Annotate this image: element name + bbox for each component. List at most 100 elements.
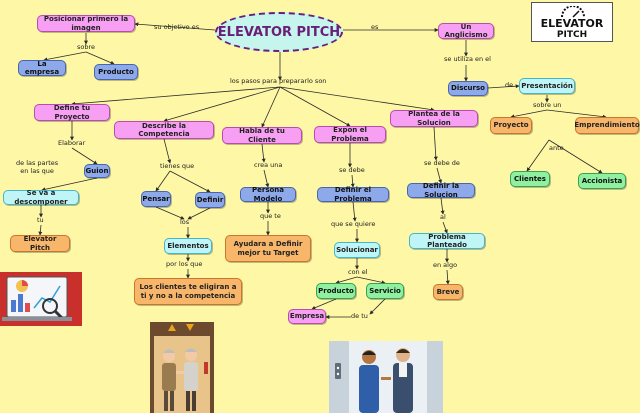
chart-icon (2, 276, 72, 321)
connector-line (263, 169, 270, 188)
node-describe-competencia[interactable]: Describe la Competencia (114, 121, 214, 139)
node-emprendimiento[interactable]: Emprendimiento (574, 117, 640, 134)
elevator-scene-icon (154, 324, 210, 413)
node-persona-modelo[interactable]: Persona Modelo (240, 186, 296, 203)
label-de-las-partes: de las partes en las que (16, 159, 59, 175)
connector-line (311, 298, 337, 310)
node-empresa-low[interactable]: Empresa (288, 309, 326, 324)
analytics-laptop-illustration (0, 272, 82, 326)
label-que-se-quiere: que se quiere (331, 220, 376, 228)
connector-line (526, 139, 550, 172)
node-guion[interactable]: Guion (84, 164, 110, 178)
node-plantea-solucion[interactable]: Plantea de la Solucion (390, 110, 478, 127)
node-solucionar[interactable]: Solucionar (334, 242, 380, 258)
node-pensar[interactable]: Pensar (141, 191, 171, 207)
label-de: de (505, 81, 514, 89)
label-sobre: sobre (77, 43, 96, 51)
label-por-los-que: por los que (166, 260, 203, 268)
connector-line (445, 269, 450, 285)
node-discurso[interactable]: Discurso (448, 81, 488, 96)
elevator-pitch-logo: ELEVATOR PITCH (531, 2, 613, 42)
connector-line (356, 276, 386, 285)
label-pasos: los pasos para prepararlo son (230, 77, 327, 85)
central-title-node[interactable]: ELEVATOR PITCH (215, 12, 343, 52)
connector-line (41, 177, 98, 192)
connector-line (510, 109, 548, 119)
connector-line (433, 126, 438, 161)
node-producto-low[interactable]: Producto (316, 283, 356, 299)
label-en-algo: en algo (433, 261, 458, 269)
label-los: los (180, 218, 190, 226)
node-la-empresa[interactable]: La empresa (18, 60, 66, 76)
label-se-debe-de: se debe de (424, 159, 460, 167)
connector-line (85, 51, 115, 65)
node-expon-problema[interactable]: Expon el Problema (314, 126, 386, 143)
node-problema-planteado[interactable]: Problema Planteado (409, 233, 485, 249)
label-tienes-que: tienes que (160, 162, 195, 170)
elevator-men-illustration (150, 322, 214, 413)
connector-line (548, 139, 603, 174)
connector-line (369, 298, 386, 315)
connector-line (352, 201, 357, 222)
elevator-conversation-illustration (329, 341, 443, 413)
label-de-tu: de tu (351, 312, 368, 320)
node-definir[interactable]: Definir (195, 192, 225, 208)
label-con-el: con el (348, 268, 368, 276)
label-que-te: que te (260, 212, 281, 220)
gauge-icon (561, 6, 585, 18)
node-posicionar[interactable]: Posicionar primero la imagen (37, 15, 135, 32)
connector-line (71, 147, 98, 165)
connector-line (436, 167, 443, 184)
connector-line (546, 109, 607, 119)
connector-line (163, 138, 172, 164)
node-producto-top[interactable]: Producto (94, 64, 138, 80)
node-definir-solucion[interactable]: Definir la Solucion (407, 182, 475, 199)
node-clientes-eligiran[interactable]: Los clientes te eligiran a ti y no a la … (134, 278, 242, 305)
node-servicio[interactable]: Servicio (366, 283, 404, 299)
connector-line (187, 207, 211, 220)
label-sobre-un: sobre un (533, 101, 562, 109)
label-tu: tu (37, 216, 44, 224)
connector-line (155, 170, 171, 192)
logo-line-2: PITCH (556, 30, 588, 40)
node-anglicismo[interactable]: Un Anglicismo (438, 23, 494, 39)
connector-line (38, 224, 43, 236)
node-accionista[interactable]: Accionista (578, 173, 626, 189)
connector-line (261, 143, 266, 163)
connector-line (442, 221, 448, 234)
connector-line (163, 86, 281, 122)
connector-line (261, 86, 281, 128)
node-ayudara[interactable]: Ayudara a Definir mejor tu Target (225, 235, 311, 262)
connector-line (279, 86, 351, 127)
node-breve[interactable]: Breve (433, 284, 463, 300)
connector-line (43, 51, 87, 62)
node-define-proyecto[interactable]: Define tu Proyecto (34, 104, 110, 121)
node-clientes[interactable]: Clientes (510, 171, 550, 187)
connector-line (155, 206, 185, 220)
connector-line (71, 86, 281, 106)
node-presentacion[interactable]: Presentación (519, 78, 575, 94)
label-al: al (440, 213, 446, 221)
node-se-va-a-descomponer[interactable]: Se va a descomponer (3, 189, 79, 206)
connector-line (169, 170, 211, 193)
node-definir-problema[interactable]: Definir el Problema (317, 186, 389, 203)
label-ante: ante (549, 144, 564, 152)
node-elementos[interactable]: Elementos (164, 238, 212, 254)
node-proyecto[interactable]: Proyecto (490, 117, 532, 134)
connector-line (279, 86, 435, 112)
connector-line (350, 174, 355, 188)
label-elaborar: Elaborar (58, 139, 86, 147)
connector-line (134, 22, 216, 31)
label-se-debe: se debe (339, 166, 365, 174)
central-title-text: ELEVATOR PITCH (217, 24, 341, 40)
logo-line-1: ELEVATOR (540, 17, 604, 30)
node-elevator-pitch[interactable]: Elevator Pitch (10, 235, 70, 252)
conversation-scene-icon (329, 341, 443, 413)
connector-line (335, 276, 358, 285)
label-crea-una: crea una (254, 161, 283, 169)
label-es: es (371, 23, 379, 31)
label-se-utiliza: se utiliza en el (444, 55, 491, 63)
node-habla-cliente[interactable]: Habla de tu Cliente (222, 127, 302, 144)
